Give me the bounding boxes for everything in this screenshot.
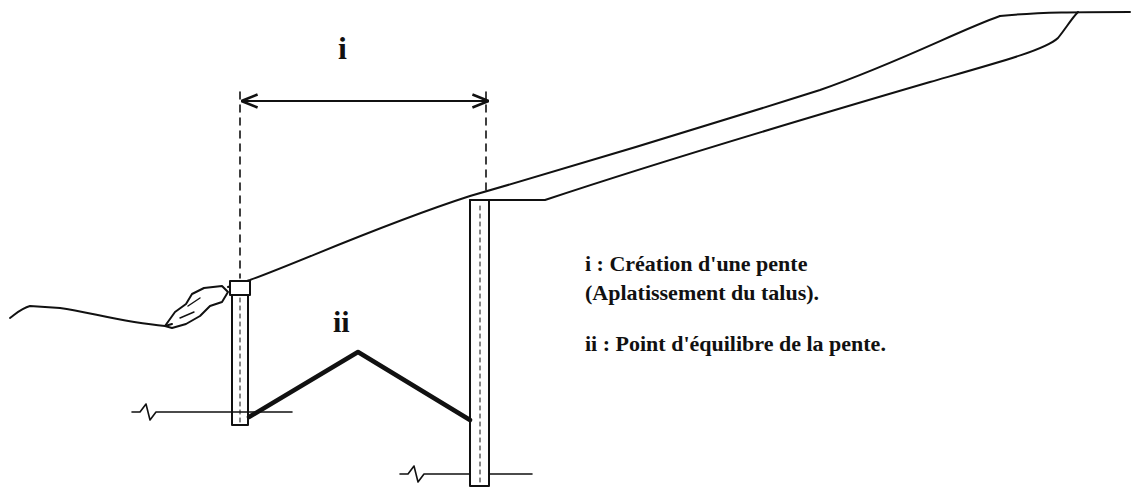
leader-callout: ii bbox=[333, 302, 350, 341]
equilibrium-leader bbox=[249, 352, 470, 420]
key-note: ii : Point d'équilibre de la pente. bbox=[585, 330, 886, 359]
toe-rock-detail bbox=[180, 298, 200, 318]
left-pile-hatch bbox=[240, 298, 241, 422]
toe-rock bbox=[165, 286, 228, 328]
projection-line bbox=[239, 92, 241, 278]
key-note: i : Création d'une pente (Aplatissement … bbox=[585, 250, 885, 307]
ground-line bbox=[10, 306, 172, 326]
fill-bottom-line bbox=[470, 12, 1078, 200]
right-base-line bbox=[400, 466, 532, 482]
slope-line bbox=[228, 16, 1000, 287]
dimension-callout: i bbox=[338, 28, 347, 70]
right-pile-hatch bbox=[480, 206, 481, 482]
left-pile-cap bbox=[230, 281, 250, 295]
fill-top-line bbox=[1000, 12, 1130, 16]
right-pile bbox=[470, 200, 489, 486]
dimension-arrow bbox=[243, 100, 487, 102]
left-pile bbox=[232, 283, 248, 425]
projection-line bbox=[485, 92, 487, 194]
